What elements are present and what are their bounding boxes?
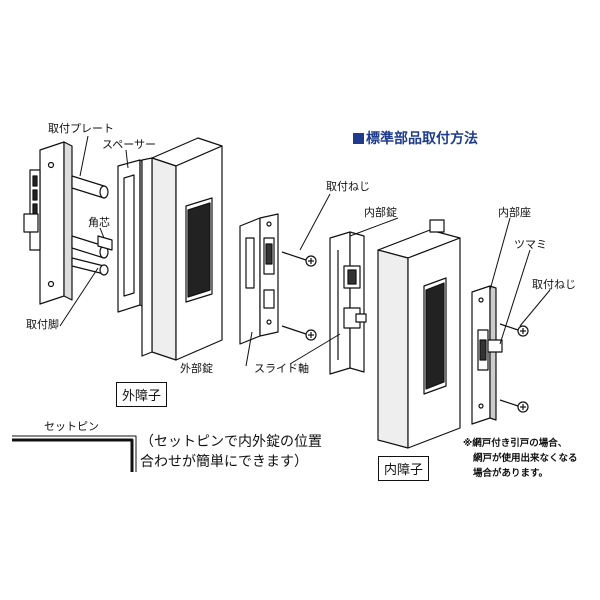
label-screw-left: 取付ねじ [326, 180, 370, 193]
caution-note: ※網戸付き引戸の場合、 網戸が使用出来なくなる 場合があります。 [463, 436, 578, 481]
square-core [97, 235, 113, 251]
outer-stile-box [141, 137, 223, 361]
label-spacer: スペーサー [102, 138, 157, 151]
label-screw-right: 取付ねじ [532, 278, 576, 291]
label-inner-seat: 内部座 [498, 206, 531, 219]
set-pin-note: （セットピンで内外錠の位置 合わせが簡単にできます） [140, 432, 322, 472]
outer-lock-part [239, 213, 279, 345]
screws-right [499, 323, 529, 413]
mounting-plate [23, 141, 73, 305]
label-mounting-plate: 取付プレート [48, 122, 114, 135]
caution-line-3: 場合があります。 [473, 468, 549, 479]
inner-seat-part [471, 285, 503, 425]
label-set-pin: セットピン [44, 420, 99, 433]
inner-stile-box [377, 219, 461, 449]
page-title: 標準部品取付方法 [353, 128, 478, 148]
label-slide-shaft: スライド軸 [254, 362, 309, 375]
label-outer-stile: 外障子 [116, 382, 168, 407]
leader-lines [59, 135, 551, 367]
label-square-core: 角芯 [88, 216, 110, 229]
caution-line-1: ※網戸付き引戸の場合、 [463, 438, 568, 449]
title-square-icon [353, 133, 364, 144]
inner-lock-part [329, 231, 367, 375]
note-line-2: 合わせが簡単にできます） [140, 454, 308, 470]
label-knob: ツマミ [514, 238, 547, 251]
screws-left [281, 251, 317, 341]
label-mounting-leg: 取付脚 [26, 318, 59, 331]
note-line-1: （セットピンで内外錠の位置 [140, 434, 322, 450]
spacer [117, 159, 145, 313]
label-inner-stile: 内障子 [378, 456, 430, 481]
caution-line-2: 網戸が使用出来なくなる [473, 453, 578, 464]
label-inner-lock: 内部錠 [364, 206, 397, 219]
title-text: 標準部品取付方法 [366, 131, 478, 147]
set-pin-drawing [12, 435, 137, 472]
label-outer-lock: 外部錠 [180, 362, 213, 375]
